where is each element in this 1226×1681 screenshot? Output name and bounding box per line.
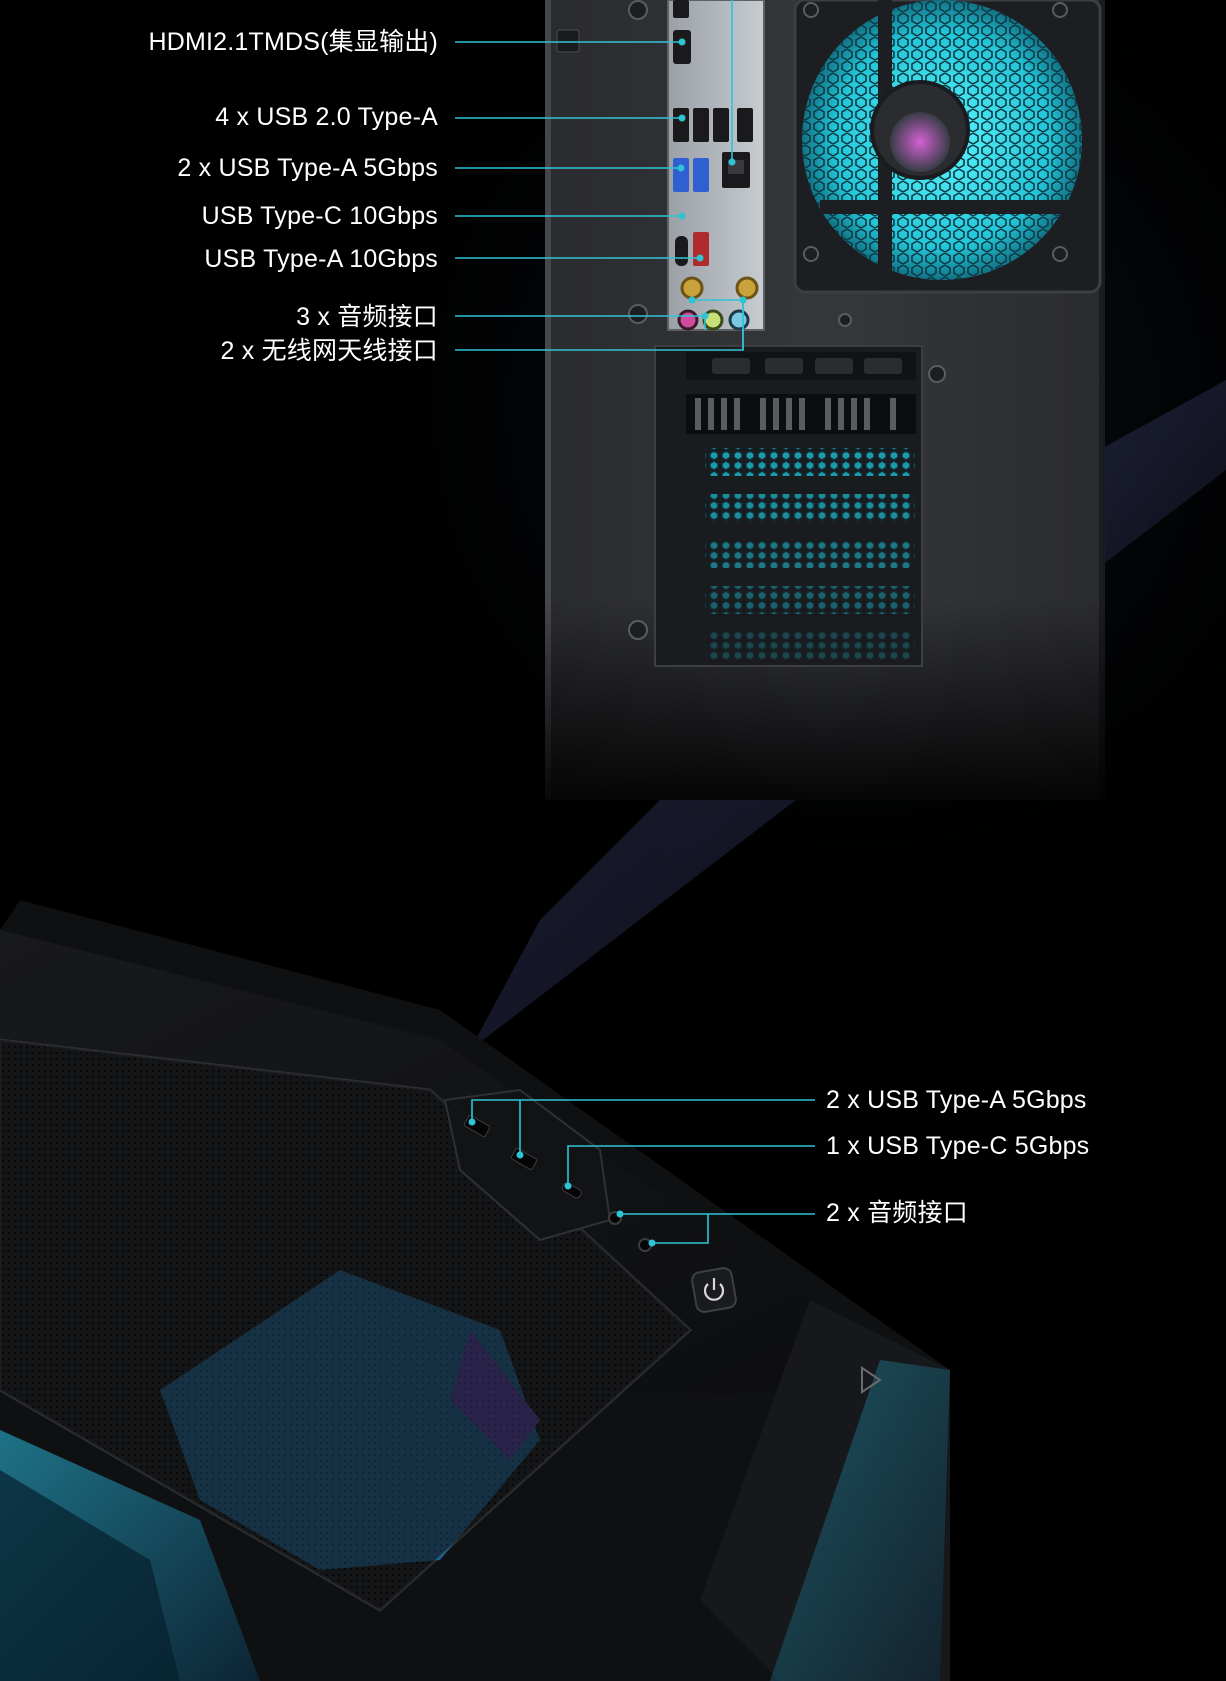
rear-label-usb-a-5g: 2 x USB Type-A 5Gbps [177, 154, 438, 182]
power-button-icon [703, 1278, 725, 1301]
rear-label-wifi-antenna: 2 x 无线网天线接口 [220, 337, 438, 365]
rear-label-hdmi: HDMI2.1TMDS(集显输出) [148, 28, 438, 56]
front-label-audio: 2 x 音频接口 [826, 1199, 968, 1227]
front-label-usb-a-5g: 2 x USB Type-A 5Gbps [826, 1086, 1087, 1114]
rear-label-usb20: 4 x USB 2.0 Type-A [215, 103, 438, 131]
rear-label-audio: 3 x 音频接口 [296, 303, 438, 331]
rear-label-usb-a-10g: USB Type-A 10Gbps [204, 245, 438, 273]
rear-label-usb-c-10g: USB Type-C 10Gbps [201, 202, 438, 230]
front-label-usb-c-5g: 1 x USB Type-C 5Gbps [826, 1132, 1090, 1160]
